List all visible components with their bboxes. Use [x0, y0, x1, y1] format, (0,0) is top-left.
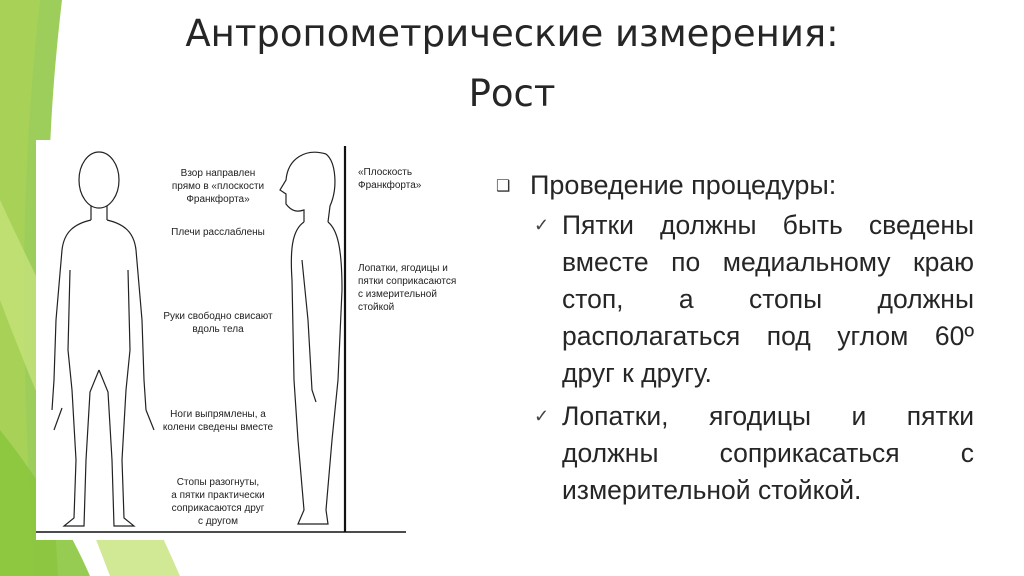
label-arms: Руки свободно свисают вдоль тела: [163, 311, 273, 335]
procedure-list: ❑ Проведение процедуры: ✓ Пятки должны б…: [494, 166, 974, 509]
slide-title: Антропометрические измерения: Рост: [0, 4, 1024, 124]
side-view-figure: [279, 151, 343, 525]
procedure-item: ✓ Лопатки, ягодицы и пятки должны соприк…: [494, 398, 974, 509]
checkmark-icon: ✓: [534, 215, 550, 235]
title-line-2: Рост: [468, 72, 556, 115]
front-view-figure: [51, 151, 155, 527]
label-frankfort-plane: «Плоскость Франкфорта»: [358, 167, 422, 191]
label-contact: Лопатки, ягодицы и пятки соприкасаются с…: [358, 263, 457, 313]
procedure-item: ✓ Пятки должны быть сведены вместе по ме…: [494, 207, 974, 392]
label-shoulders: Плечи расслаблены: [171, 227, 265, 238]
body-silhouettes: [36, 140, 476, 540]
label-gaze: Взор направлен прямо в «плоскости Франкф…: [171, 168, 265, 205]
label-feet: Стопы разогнуты, а пятки практически соп…: [171, 477, 265, 527]
square-bullet-icon: ❑: [496, 178, 511, 195]
label-legs: Ноги выпрямлены, а колени сведены вместе: [162, 409, 274, 433]
title-line-1: Антропометрические измерения:: [185, 12, 839, 55]
checkmark-icon: ✓: [534, 406, 550, 426]
procedure-heading: ❑ Проведение процедуры:: [494, 166, 974, 204]
anthropometry-figure: Взор направлен прямо в «плоскости Франкф…: [36, 140, 476, 540]
